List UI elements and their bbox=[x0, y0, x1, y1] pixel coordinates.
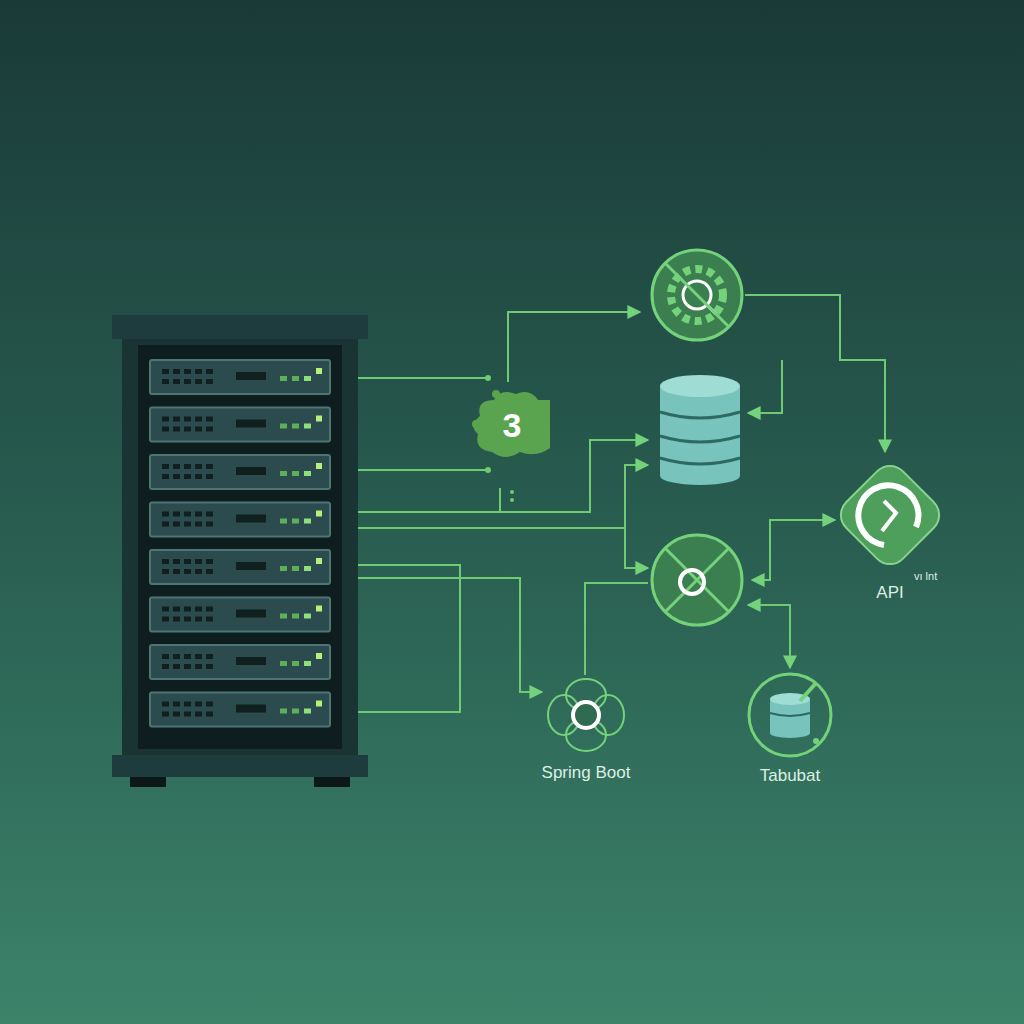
node-label: 3 bbox=[466, 386, 558, 464]
wires bbox=[358, 295, 885, 712]
server-rack bbox=[112, 315, 368, 787]
node-label: Tabubat bbox=[760, 766, 821, 786]
database-icon bbox=[660, 375, 740, 485]
node-label: API bbox=[876, 583, 903, 603]
icon-shape bbox=[828, 453, 952, 577]
icon-node-blob: 3 bbox=[466, 386, 558, 464]
hub-icon bbox=[652, 535, 742, 625]
icon-shape bbox=[745, 670, 835, 760]
icon-node-tab: Tabubat bbox=[745, 670, 835, 786]
icon-node-spring: Spring Boot bbox=[541, 673, 631, 783]
small-note: vı lnt bbox=[914, 570, 937, 582]
node-label: Spring Boot bbox=[542, 763, 631, 783]
icon-shape bbox=[541, 673, 631, 757]
gear-icon bbox=[652, 250, 742, 340]
